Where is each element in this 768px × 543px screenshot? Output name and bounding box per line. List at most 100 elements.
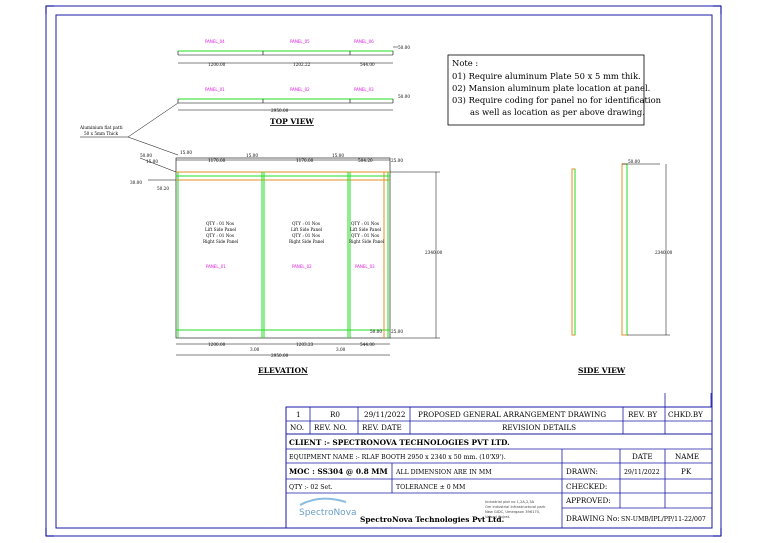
no-header: NO.: [290, 423, 304, 432]
drawn-label: DRAWN:: [566, 467, 598, 476]
approved-label: APPROVED:: [565, 496, 611, 505]
note-box: Note : 01) Require aluminum Plate 50 x 5…: [447, 54, 662, 126]
top-view: PANEL_04 PANEL_05 PANEL_06 50.00 1200.00…: [177, 39, 410, 126]
qty-line: QTY : 01 Nos: [292, 233, 320, 238]
side-top-dim: 50.00: [628, 159, 640, 164]
elev-left-dim: 50.00: [140, 153, 152, 158]
elevation-title: ELEVATION: [258, 366, 308, 375]
qty-line: Right Side Panel: [289, 239, 325, 244]
elev-left-dim: 15.00: [146, 159, 158, 164]
qty-line: Right Side Panel: [203, 239, 239, 244]
top-panel-label: PANEL_03: [354, 87, 374, 92]
top-panel-label: PANEL_06: [354, 39, 374, 44]
aluminium-callout: Aluminium flat patti 50 x 5mm Thick: [79, 102, 179, 156]
rev-no-header: REV. NO.: [314, 423, 347, 432]
outer-border: [45, 5, 722, 537]
qty-line: Right Side Panel: [349, 239, 385, 244]
elev-small-dim: 3.00: [336, 347, 346, 352]
rev-details-cell: PROPOSED GENERAL ARRANGEMENT DRAWING: [418, 410, 606, 419]
elev-dim: 50.00: [370, 329, 382, 334]
top-panel-label: PANEL_01: [205, 87, 225, 92]
rev-by-header: REV. BY: [628, 410, 657, 419]
qty-line: Lift Side Panel: [291, 227, 323, 232]
moc-line: MOC : SS304 @ 0.8 MM: [289, 467, 388, 476]
rev-code-cell: R0: [330, 410, 340, 419]
all-dimension-line: ALL DIMENSION ARE IN MM: [395, 469, 492, 476]
elev-panel-label: PANEL_01: [206, 264, 226, 269]
address-line: New GIDC, Umergaon 396170,: [485, 510, 540, 514]
elev-dim: 1170.00: [296, 158, 314, 163]
client-line: CLIENT :- SPECTRONOVA TECHNOLOGIES PVT L…: [289, 438, 510, 447]
address-line: Om Industrial Infrastructural park: [485, 505, 546, 509]
date-header: DATE: [632, 452, 653, 461]
elev-bottom-dim: 544.00: [360, 342, 375, 347]
elev-dim: 1170.00: [208, 158, 226, 163]
elev-panel-label: PANEL_02: [292, 264, 312, 269]
note-item: as well as location as per above drawing…: [470, 107, 645, 117]
elev-overall-dim: 2950.00: [271, 353, 289, 358]
checked-label: CHECKED:: [566, 482, 607, 491]
rev-date-header: REV. DATE: [362, 423, 402, 432]
qty-line: Lift Side Panel: [350, 227, 382, 232]
top-dim: 1202.22: [293, 62, 311, 67]
top-height-dim: 50.00: [398, 94, 410, 99]
elev-left-dim: 50.20: [157, 186, 169, 191]
address-line: Industrial plot no 1,2A,2,3A: [485, 500, 535, 504]
elev-left-dim: 30.00: [130, 180, 142, 185]
qty-line: QTY :- 02 Set.: [289, 484, 333, 491]
side-view: 50.00 2340.00 SIDE VIEW: [571, 159, 673, 375]
top-height-dim: 50.00: [398, 45, 410, 50]
note-item: 01) Require aluminum Plate 50 x 5 mm thi…: [452, 71, 641, 81]
rev-details-header: REVISION DETAILS: [502, 423, 576, 432]
top-dim: 1200.00: [208, 62, 226, 67]
note-item: 03) Require coding for panel no for iden…: [452, 95, 662, 105]
top-panel-label: PANEL_02: [290, 87, 310, 92]
elev-height-dim: 2340.00: [425, 250, 443, 255]
side-view-title: SIDE VIEW: [578, 366, 626, 375]
rev-date-cell: 29/11/2022: [364, 410, 405, 419]
elev-dim: 504.20: [358, 158, 373, 163]
logo-text: SpectroNova: [299, 508, 357, 518]
qty-line: QTY : 01 Nos: [351, 221, 379, 226]
top-dim: 544.00: [360, 62, 375, 67]
tolerance-line: TOLERANCE ± 0 MM: [396, 484, 466, 491]
note-heading: Note :: [452, 58, 478, 68]
top-panel-label: PANEL_05: [290, 39, 310, 44]
elev-small-dim: 3.00: [250, 347, 260, 352]
drawn-date: 29/11/2022: [624, 469, 660, 476]
rev-no-cell: 1: [296, 410, 301, 419]
elev-dim: 15.00: [246, 153, 258, 158]
chkd-by-header: CHKD.BY: [668, 410, 703, 419]
elev-dim: 25.00: [391, 329, 403, 334]
elevation-view: 15.00 1170.00 15.00 1170.00 15.00 504.20…: [130, 150, 443, 375]
side-height-dim: 2340.00: [655, 250, 673, 255]
qty-line: QTY : 01 Nos: [206, 221, 234, 226]
address-line: Valsad Gujrat.: [485, 515, 510, 519]
aluminium-label: 50 x 5mm Thick: [84, 131, 118, 136]
top-overall-dim: 2950.00: [271, 108, 289, 113]
elev-dim: 15.00: [180, 150, 192, 155]
qty-line: QTY : 01 Nos: [292, 221, 320, 226]
elev-dim: 15.00: [332, 153, 344, 158]
qty-line: QTY : 01 Nos: [206, 233, 234, 238]
name-header: NAME: [675, 452, 699, 461]
drawing-no-value: SN-UMB/IPL/PP/11-22/007: [621, 516, 706, 523]
spectronova-logo: SpectroNova: [299, 497, 357, 518]
note-item: 02) Mansion aluminum plate location at p…: [452, 83, 650, 93]
elev-bottom-dim: 1200.00: [208, 342, 226, 347]
aluminium-label: Aluminium flat patti: [79, 125, 123, 130]
elev-panel-label: PANEL_03: [355, 264, 375, 269]
drawing-no-label: DRAWING No:: [566, 514, 620, 523]
top-view-title: TOP VIEW: [270, 117, 314, 126]
company-name: SpectroNova Technologies Pvt Ltd.: [360, 515, 504, 524]
elev-dim: 25.00: [391, 158, 403, 163]
corner-marks: [45, 5, 722, 537]
qty-line: Lift Side Panel: [205, 227, 237, 232]
drawn-name: PK: [681, 467, 692, 476]
elev-bottom-dim: 1203.23: [296, 342, 314, 347]
top-panel-label: PANEL_04: [205, 39, 225, 44]
qty-line: QTY : 01 Nos: [351, 233, 379, 238]
equipment-line: EQUIPMENT NAME :- RLAF BOOTH 2950 x 2340…: [289, 454, 506, 461]
title-block: 1 R0 29/11/2022 PROPOSED GENERAL ARRANGE…: [285, 393, 713, 529]
